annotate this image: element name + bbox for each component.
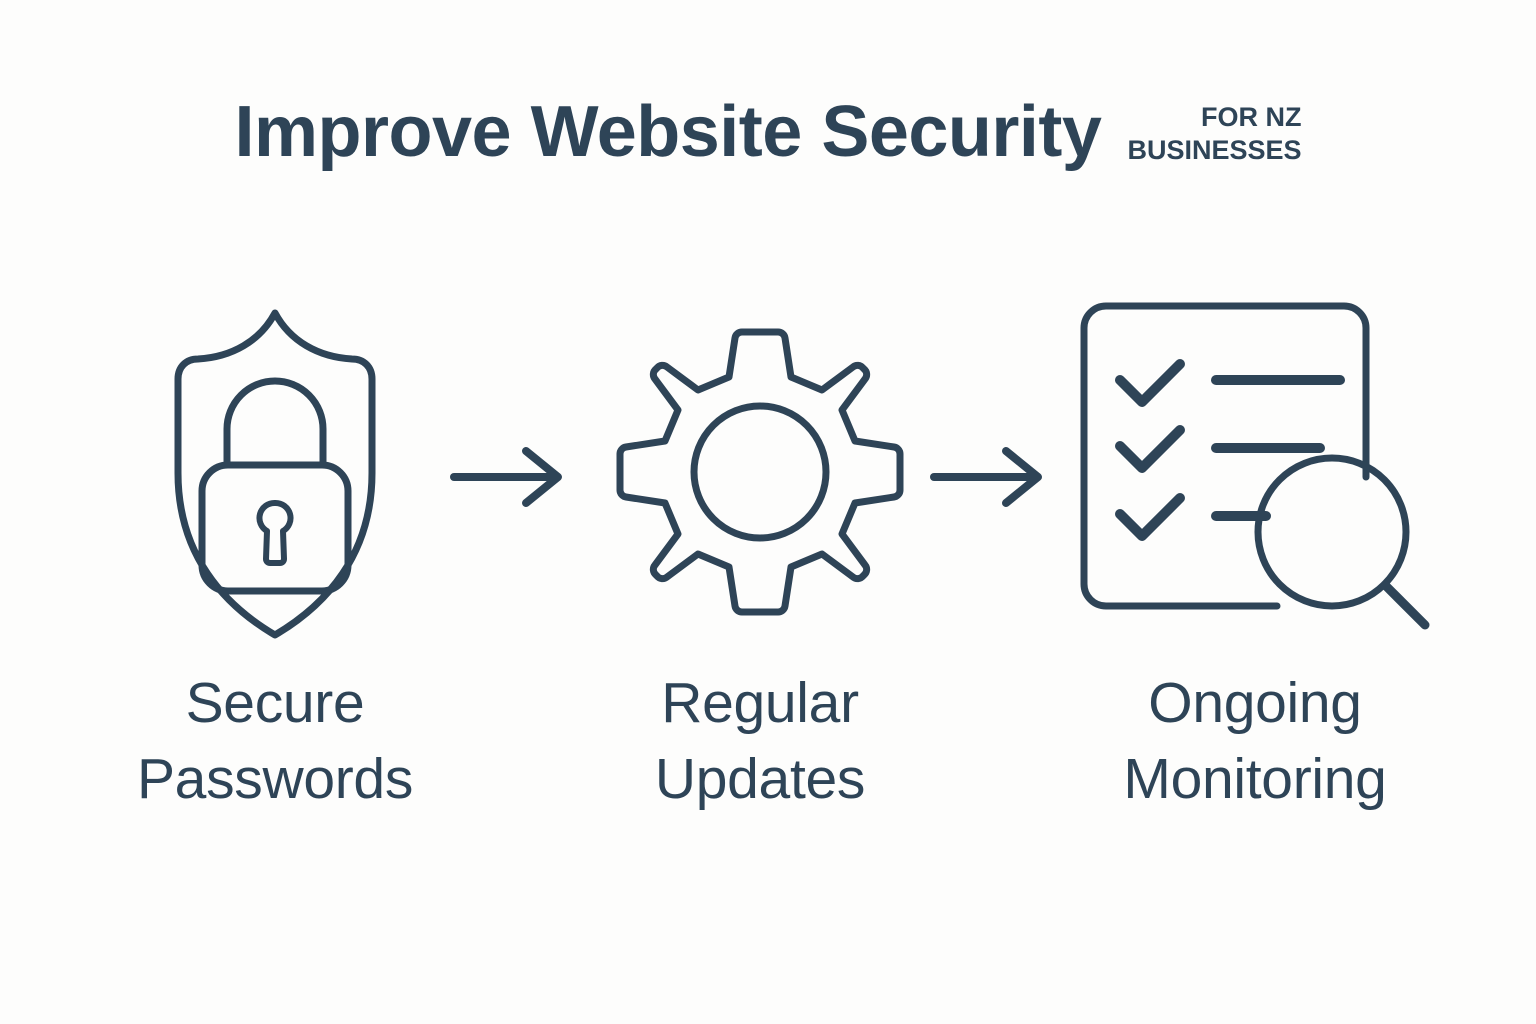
shield-lock-icon (120, 292, 430, 652)
step-secure-passwords: Secure Passwords (65, 292, 485, 852)
step-label-regular-updates: Regular Updates (654, 671, 866, 811)
page-title: Improve Website Security (234, 92, 1102, 172)
steps-row: Secure Passwords Regular Updates (0, 292, 1536, 852)
arrow-right-icon-1 (450, 442, 570, 512)
gear-icon (610, 292, 910, 652)
step-regular-updates: Regular Updates (550, 292, 970, 852)
kicker-label: FOR NZ BUSINESSES (1127, 101, 1301, 167)
step-label-ongoing-monitoring: Ongoing Monitoring (1123, 671, 1387, 811)
step-label-secure-passwords: Secure Passwords (136, 671, 414, 811)
arrow-right-icon-2 (930, 442, 1050, 512)
checklist-magnifier-icon (1070, 292, 1440, 652)
kicker-line-2: BUSINESSES (1127, 134, 1302, 165)
kicker-line-1: FOR NZ (1201, 102, 1302, 132)
poster-header: Improve Website Security FOR NZ BUSINESS… (0, 96, 1536, 197)
step-ongoing-monitoring: Ongoing Monitoring (1045, 292, 1465, 852)
